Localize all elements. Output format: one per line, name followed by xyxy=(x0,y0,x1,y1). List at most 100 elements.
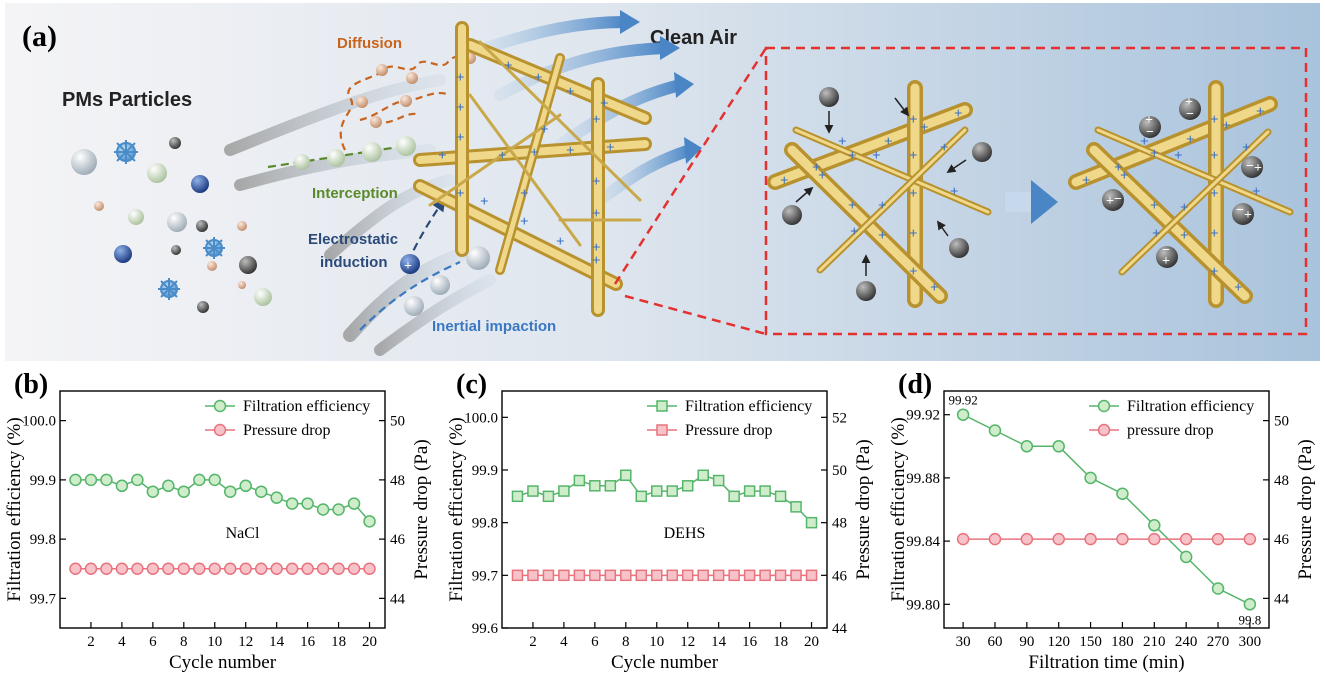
x-tick-label: 10 xyxy=(649,634,664,650)
panel-label: (d) xyxy=(898,369,932,400)
data-label: 99.8 xyxy=(1239,612,1262,627)
data-point xyxy=(301,562,314,575)
data-point xyxy=(589,480,601,492)
svg-text:+: + xyxy=(1174,148,1183,164)
svg-text:+: + xyxy=(850,224,859,240)
data-point xyxy=(743,485,756,497)
y2-tick-label: 44 xyxy=(390,591,406,607)
data-point xyxy=(131,562,144,575)
data-point xyxy=(254,562,268,575)
svg-text:+: + xyxy=(812,160,821,176)
pm-particle-cloud xyxy=(71,137,272,313)
data-point xyxy=(527,485,539,497)
clean-air-arrowheads xyxy=(620,10,702,164)
svg-text:+: + xyxy=(872,148,881,164)
y-tick-label: 100.0 xyxy=(22,414,56,430)
data-point xyxy=(285,497,299,510)
y-axis-title: Filtration efficiency (%) xyxy=(446,417,467,601)
data-point xyxy=(1211,532,1225,546)
x-tick-label: 4 xyxy=(560,634,568,650)
svg-text:+: + xyxy=(1120,168,1129,184)
y2-tick-label: 50 xyxy=(1274,414,1289,430)
data-point xyxy=(542,569,555,582)
svg-text:+: + xyxy=(504,58,513,74)
x-tick-label: 10 xyxy=(207,634,222,650)
data-point xyxy=(1211,582,1225,595)
data-point xyxy=(270,562,283,575)
svg-text:+: + xyxy=(1082,173,1091,189)
x-tick-label: 16 xyxy=(742,634,758,650)
svg-text:+: + xyxy=(566,84,575,100)
svg-text:+: + xyxy=(530,145,539,161)
data-point xyxy=(223,562,237,575)
svg-text:+: + xyxy=(1106,194,1114,209)
legend-marker xyxy=(1097,423,1111,437)
data-point xyxy=(666,569,678,582)
x-tick-label: 6 xyxy=(591,634,599,650)
svg-text:+: + xyxy=(1234,280,1243,296)
svg-text:+: + xyxy=(1256,104,1265,120)
data-point xyxy=(69,562,82,575)
data-point xyxy=(988,532,1002,546)
y-axis-title: Filtration efficiency (%) xyxy=(4,417,25,601)
data-point xyxy=(146,562,160,575)
svg-text:+: + xyxy=(909,186,918,202)
y2-axis-title: Pressure drop (Pa) xyxy=(1295,439,1316,579)
svg-text:+: + xyxy=(592,174,601,190)
x-tick-label: 14 xyxy=(711,634,727,650)
svg-text:+: + xyxy=(592,112,601,128)
data-point xyxy=(635,569,648,582)
legend-marker xyxy=(213,423,227,437)
y-tick-label: 100.0 xyxy=(464,410,498,426)
svg-text:+: + xyxy=(556,234,565,250)
interception-path xyxy=(267,136,416,170)
svg-text:+: + xyxy=(592,206,601,222)
y2-axis-title: Pressure drop (Pa) xyxy=(853,439,874,579)
data-point xyxy=(805,569,818,582)
data-point xyxy=(956,532,970,546)
y-tick-label: 99.8 xyxy=(30,532,56,548)
chart-annotation: NaCl xyxy=(226,525,260,542)
data-point xyxy=(162,562,175,575)
x-axis-title: Filtration time (min) xyxy=(1028,652,1184,673)
data-point xyxy=(1116,487,1129,500)
data-point xyxy=(635,490,648,503)
y-tick-label: 99.80 xyxy=(906,597,940,613)
fiber-mesh xyxy=(413,21,652,317)
data-point xyxy=(193,562,206,575)
data-point xyxy=(712,569,725,582)
svg-text:+: + xyxy=(1210,148,1219,164)
svg-text:+: + xyxy=(1186,132,1195,148)
x-tick-label: 8 xyxy=(622,634,630,650)
x-tick-label: 270 xyxy=(1207,634,1230,650)
series-line-0 xyxy=(962,414,1251,605)
svg-text:+: + xyxy=(1150,146,1159,162)
svg-text:+: + xyxy=(438,148,447,164)
plot-frame xyxy=(943,390,1270,629)
data-point xyxy=(988,424,1002,437)
data-point xyxy=(558,485,570,497)
panel-label: (c) xyxy=(456,369,487,400)
svg-text:+: + xyxy=(909,226,918,242)
electrostatic-label-line2: induction xyxy=(320,254,388,271)
svg-text:+: + xyxy=(848,148,857,164)
data-point xyxy=(774,490,787,503)
x-tick-label: 2 xyxy=(529,634,537,650)
x-axis-title: Cycle number xyxy=(169,652,277,673)
data-point xyxy=(604,569,617,582)
svg-text:+: + xyxy=(878,228,887,244)
panel-label: (b) xyxy=(14,369,48,400)
x-tick-label: 6 xyxy=(149,634,157,650)
data-point xyxy=(527,569,539,582)
inertial-path xyxy=(359,246,490,331)
x-tick-label: 20 xyxy=(362,634,377,650)
svg-text:+: + xyxy=(456,70,465,86)
svg-text:+: + xyxy=(456,130,465,146)
svg-text:+: + xyxy=(1242,140,1251,156)
electrostatic-path: + xyxy=(400,197,446,274)
y2-tick-label: 46 xyxy=(832,568,848,584)
svg-text:+: + xyxy=(940,140,949,156)
filtration-mechanism-schematic: (a) PMs Particles Clean Air xyxy=(5,3,1320,361)
